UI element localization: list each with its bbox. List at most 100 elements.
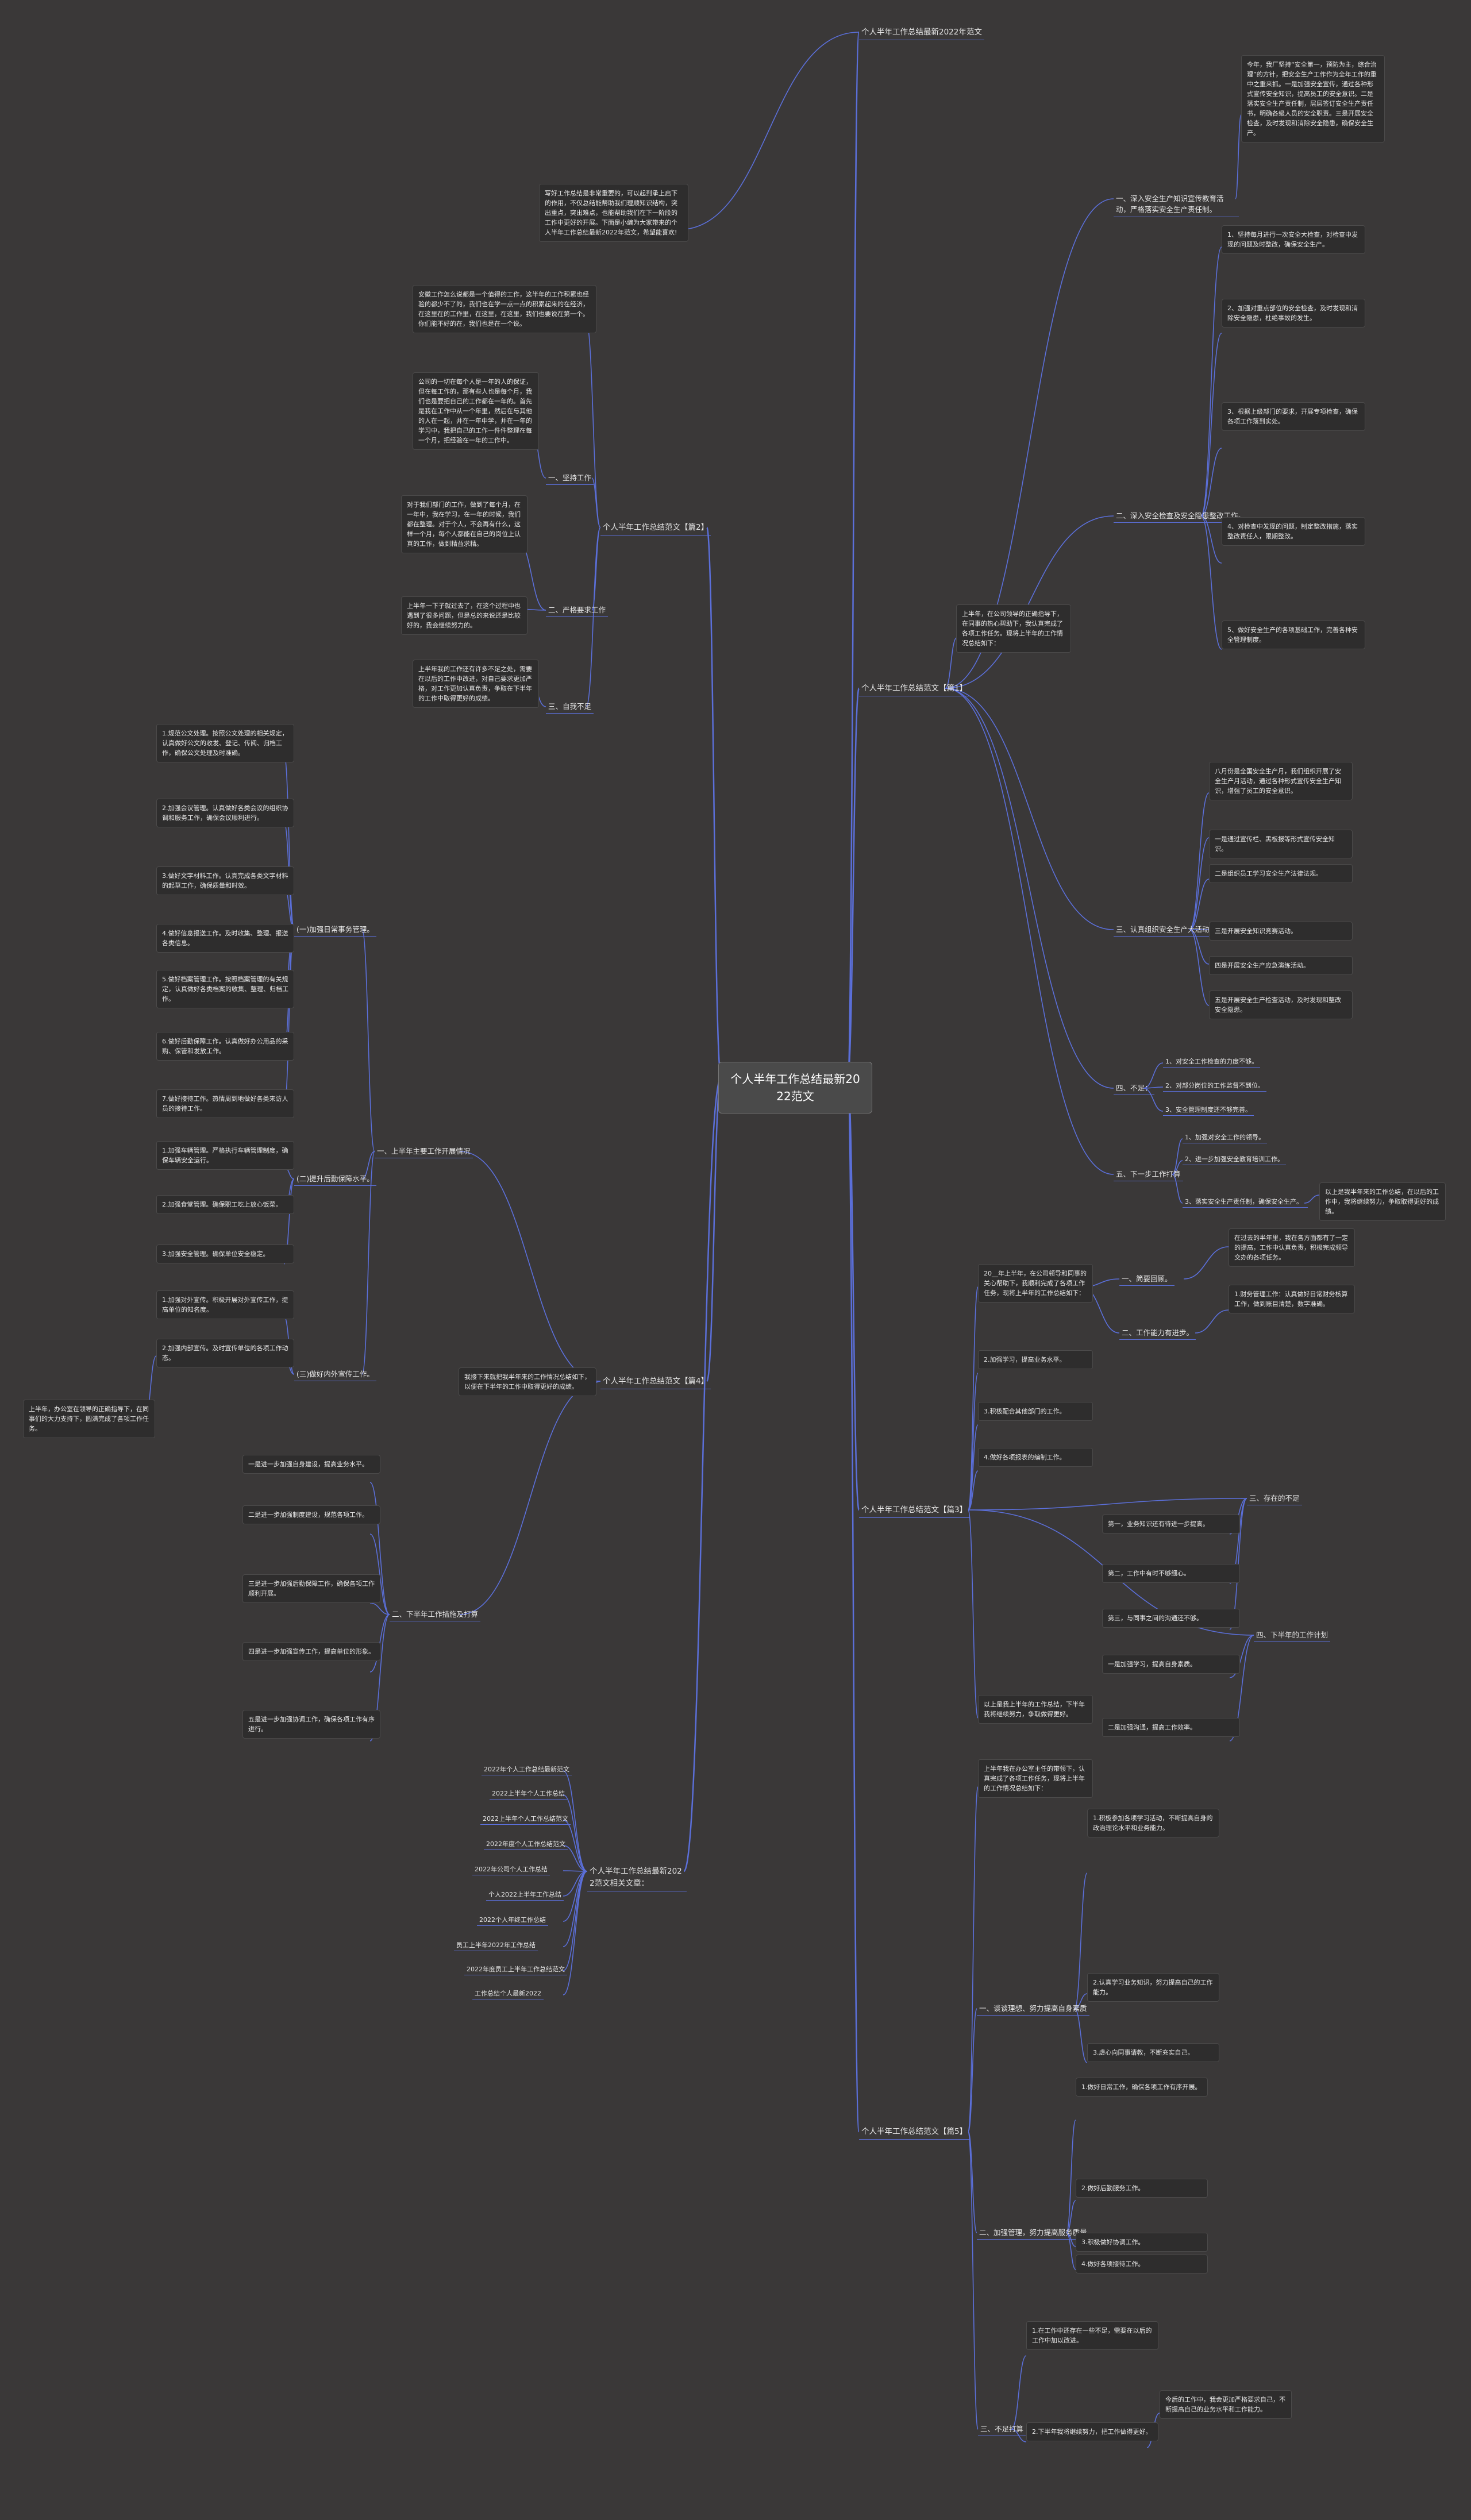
link-b5-end [968, 1509, 979, 1718]
link-b6-item-4 [563, 1845, 588, 1872]
link-b5-2-text-4 [968, 1470, 979, 1511]
b2-1-label[interactable]: 一、坚持工作 [546, 471, 594, 485]
branch-b5[interactable]: 个人半年工作总结范文【篇3】 [859, 1503, 970, 1518]
link-b3-5 [945, 688, 1114, 1175]
b4-2-text-1: 一是进一步加强自身建设，提高业务水平。 [242, 1455, 380, 1474]
b6-item-8[interactable]: 员工上半年2022年工作总结 [454, 1940, 538, 1952]
b3-4-item-3[interactable]: 3、安全管理制度还不够完善。 [1163, 1104, 1254, 1116]
b6-item-2[interactable]: 2022上半年个人工作总结 [490, 1788, 567, 1800]
link-root-b3 [846, 687, 860, 1079]
b2-4-text: 上半年我的工作还有许多不足之处，需要在以后的工作中改进，对自己要求更加严格，对工… [413, 660, 539, 708]
branch-b6[interactable]: 个人半年工作总结最新2022范文相关文章： [587, 1864, 687, 1891]
b3-intro-text: 上半年，在公司领导的正确指导下，在同事的热心帮助下，我认真完成了各项工作任务。现… [956, 604, 1071, 653]
link-b3-2-text-5 [1200, 515, 1222, 650]
link-b7-3 [968, 2131, 979, 2430]
b7-2-text-1: 1.做好日常工作，确保各项工作有序开展。 [1076, 2078, 1208, 2097]
link-b7-intro [968, 1786, 979, 2132]
b3-5-item-1[interactable]: 1、加强对安全工作的领导。 [1183, 1132, 1267, 1144]
link-b5-2-text-1 [1195, 1309, 1229, 1334]
link-b3-3-text-1 [1189, 792, 1210, 930]
b5-2-text-2: 2.加强学习，提高业务水平。 [978, 1350, 1093, 1370]
b4-1-1-label[interactable]: (一)加强日常事务管理。 [294, 923, 376, 937]
link-b7-1 [968, 2008, 977, 2132]
link-b4-1-2 [361, 1151, 375, 1180]
link-b2-intro [586, 321, 601, 528]
b5-3-label[interactable]: 三、存在的不足 [1247, 1492, 1302, 1506]
link-b4-1-1-text-1 [283, 752, 295, 930]
branch-b7[interactable]: 个人半年工作总结范文【篇5】 [859, 2125, 970, 2140]
b7-2-text-3: 3.积极做好协调工作。 [1076, 2233, 1208, 2252]
link-b6-item-2 [563, 1794, 588, 1872]
b3-5-label[interactable]: 五、下一步工作打算 [1114, 1167, 1183, 1182]
link-b3-4 [945, 688, 1114, 1089]
b6-item-10[interactable]: 工作总结个人最新2022 [472, 1988, 544, 2000]
b5-1-label[interactable]: 一、简要回顾。 [1119, 1272, 1175, 1286]
b5-4-label[interactable]: 四、下半年的工作计划 [1254, 1628, 1331, 1643]
link-b7-1-text-1 [1074, 1872, 1088, 2009]
link-root-b7 [846, 1077, 860, 2133]
b3-5-item-2[interactable]: 2、进一步加强安全教育培训工作。 [1183, 1154, 1286, 1166]
b3-2-label[interactable]: 二、深入安全检查及安全隐患整改工作。 [1114, 509, 1248, 523]
root-node[interactable]: 个人半年工作总结最新2022范文 [718, 1062, 872, 1113]
b6-item-6[interactable]: 个人2022上半年工作总结 [486, 1889, 564, 1901]
b5-2-text-3: 3.积极配合其他部门的工作。 [978, 1402, 1093, 1421]
b4-2-text-2: 二是进一步加强制度建设，规范各项工作。 [242, 1505, 380, 1525]
b4-1-3-label[interactable]: (三)做好内外宣传工作。 [294, 1367, 376, 1382]
b4-1-1-text-2: 2.加强会议管理。认真做好各类会议的组织协调和服务工作，确保会议顺利进行。 [156, 799, 294, 828]
link-b3-5-text [1304, 1195, 1320, 1204]
b3-3-text-5: 四是开展安全生产应急演练活动。 [1209, 956, 1353, 976]
b7-3-text-1: 1.在工作中还存在一些不足，需要在以后的工作中加以改进。 [1026, 2321, 1158, 2351]
b3-3-label[interactable]: 三、认真组织安全生产大活动。 [1114, 923, 1219, 937]
link-b6-item-3 [563, 1820, 588, 1872]
b6-item-5[interactable]: 2022年公司个人工作总结 [472, 1864, 550, 1876]
b4-1-2-label[interactable]: (二)提升后勤保障水平。 [294, 1172, 376, 1186]
link-b7-3-text-2 [1011, 2429, 1027, 2442]
branch-b4[interactable]: 个人半年工作总结范文【篇4】 [600, 1374, 711, 1389]
link-b3-5-item-1 [1172, 1138, 1183, 1175]
b5-2-text-1: 1.财务管理工作：认真做好日常财务核算工作，做到账目清楚，数字准确。 [1229, 1285, 1355, 1314]
b3-2-text-2: 2、加强对重点部位的安全检查，及时发现和消除安全隐患，杜绝事故的发生。 [1222, 299, 1365, 328]
b6-item-3[interactable]: 2022上半年个人工作总结范文 [480, 1813, 571, 1825]
b4-2-label[interactable]: 二、下半年工作措施及打算 [390, 1608, 481, 1622]
link-b7-2-text-2 [1066, 2200, 1076, 2233]
b3-5-item-3[interactable]: 3、落实安全生产责任制，确保安全生产。 [1183, 1196, 1308, 1208]
b6-item-1[interactable]: 2022年个人工作总结最新范文 [482, 1764, 572, 1776]
link-b3-3 [945, 688, 1114, 930]
b7-1-label[interactable]: 一、谈谈理想、努力提高自身素质 [977, 2002, 1089, 2016]
branch-b1[interactable]: 个人半年工作总结最新2022年范文 [859, 25, 984, 40]
link-b3-2 [945, 515, 1114, 689]
b3-3-text-4: 三是开展安全知识竞赛活动。 [1209, 922, 1353, 941]
b3-4-item-1[interactable]: 1、对安全工作检查的力度不够。 [1163, 1056, 1260, 1068]
branch-b2[interactable]: 个人半年工作总结范文【篇2】 [600, 521, 711, 535]
b3-3-text-2: 一是通过宣传栏、黑板报等形式宣传安全知识。 [1209, 830, 1353, 859]
b6-item-7[interactable]: 2022个人年终工作总结 [477, 1914, 548, 1926]
b2-1-text: 公司的一切在每个人是一年的人的保证，但在每工作的，那有些人也是每个月，我们也是要… [413, 372, 539, 450]
link-b5-intro [968, 1286, 979, 1511]
b7-3-text-2: 2.下半年我将继续努力，把工作做得更好。 [1026, 2422, 1158, 2442]
b4-1-label[interactable]: 一、上半年主要工作开展情况 [375, 1145, 473, 1159]
link-root-b6 [683, 1077, 722, 1872]
link-b7-2 [968, 2131, 977, 2233]
b3-3-text-6: 五是开展安全生产检查活动，及时发现和整改安全隐患。 [1209, 991, 1353, 1020]
link-b7-3-text-1 [1011, 2355, 1027, 2430]
b6-item-9[interactable]: 2022年度员工上半年工作总结范文 [464, 1964, 567, 1976]
b5-4-text-1: 一是加强学习，提高自身素质。 [1102, 1655, 1240, 1674]
link-b6-item-6 [563, 1871, 588, 1897]
b3-2-text-3: 3、根据上级部门的要求，开展专项检查，确保各项工作落到实处。 [1222, 402, 1365, 431]
link-b3-4-item-3 [1143, 1088, 1164, 1112]
b4-1-2-text-1: 1.加强车辆管理。严格执行车辆管理制度，确保车辆安全运行。 [156, 1141, 294, 1170]
b2-2-label[interactable]: 二、严格要求工作 [546, 603, 609, 618]
b7-2-label[interactable]: 二、加强管理，努力提高服务质量 [977, 2226, 1089, 2240]
b5-2-text-4: 4.做好各项报表的编制工作。 [978, 1448, 1093, 1467]
b4-1-1-text-1: 1.规范公文处理。按照公文处理的相关规定，认真做好公文的收发、登记、传阅、归档工… [156, 724, 294, 763]
link-b3-2-text-4 [1200, 515, 1222, 564]
b3-1-label[interactable]: 一、深入安全生产知识宣传教育活动，严格落实安全生产责任制。 [1114, 192, 1239, 217]
b5-2-label[interactable]: 二、工作能力有进步。 [1119, 1326, 1196, 1340]
b3-4-item-2[interactable]: 2、对部分岗位的工作监督不到位。 [1163, 1080, 1266, 1092]
b6-item-4[interactable]: 2022年度个人工作总结范文 [484, 1839, 568, 1851]
branch-b3[interactable]: 个人半年工作总结范文【篇1】 [859, 681, 970, 696]
b7-3-label[interactable]: 三、不足打算 [978, 2422, 1026, 2437]
b2-3-label[interactable]: 三、自我不足 [546, 700, 594, 714]
b3-4-label[interactable]: 四、不足： [1114, 1081, 1154, 1096]
link-b3-2-text-3 [1200, 448, 1222, 517]
